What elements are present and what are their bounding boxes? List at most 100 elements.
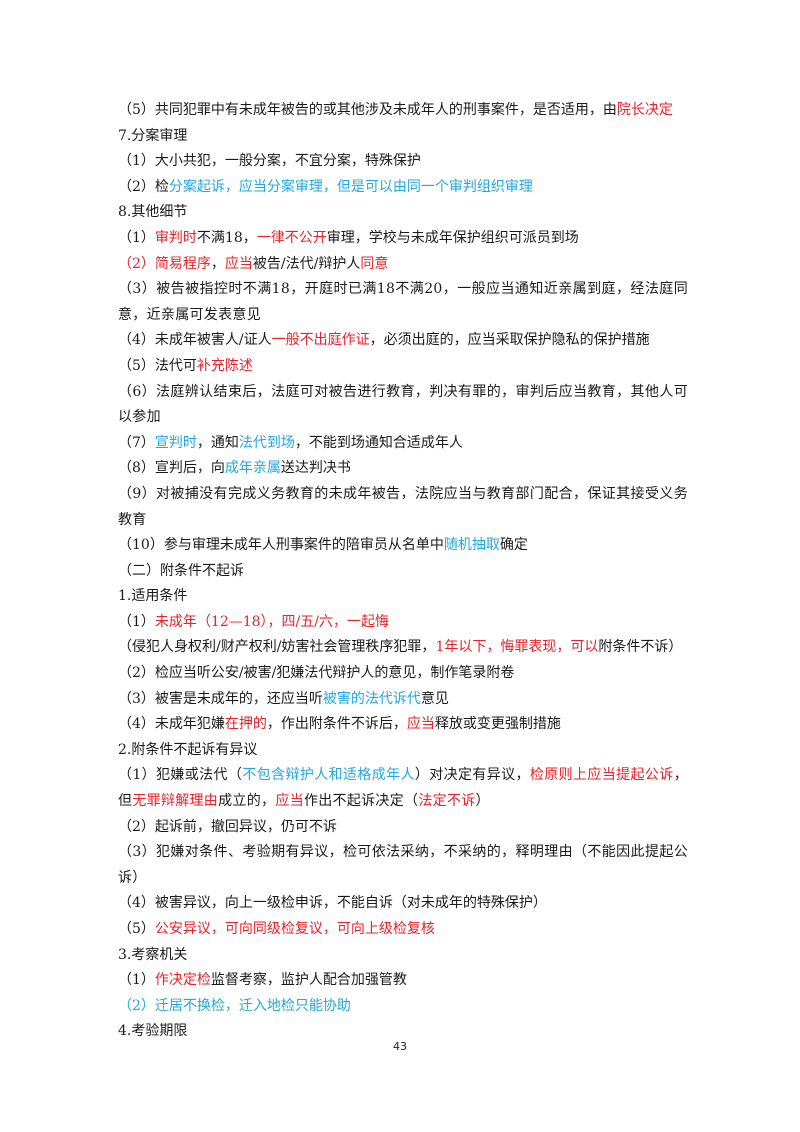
text-run: （10）参与审理未成年人刑事案件的陪审员从名单中: [118, 537, 444, 554]
text-run: （6）法庭辨认结束后，法庭可对被告进行教育，判决有罪的，审判后应当教育，其他人可…: [118, 383, 688, 426]
text-run: （4）未成年犯嫌: [118, 716, 225, 733]
text-run: （二）附条件不起诉: [118, 562, 244, 579]
highlight-red: 同意: [360, 255, 389, 272]
text-run: 监督考察，监护人配合加强管教: [210, 972, 407, 989]
item-8-2: （2）简易程序，应当被告/法代/辩护人同意: [118, 252, 688, 278]
highlight-blue: 不包含辩护人和适格成年人: [242, 767, 415, 784]
highlight-red: 作决定检: [154, 972, 211, 989]
item-c2-3: （3）犯嫌对条件、考验期有异议，检可依法采纳，不采纳的，释明理由（不能因此提起公…: [118, 840, 688, 891]
text-run: （2）检: [118, 178, 169, 195]
item-7-2: （2）检分案起诉，应当分案审理，但是可以由同一个审判组织审理: [118, 175, 688, 201]
text-run: 1.适用条件: [118, 588, 188, 605]
text-run: 不满18，: [196, 229, 257, 246]
highlight-blue: 被害的法代诉代: [322, 690, 421, 707]
item-8-4: （4）未成年被害人/证人一般不出庭作证，必须出庭的，应当采取保护隐私的保护措施: [118, 328, 688, 354]
highlight-red: 检原则上应当提起公诉: [529, 767, 674, 784]
text-run: （2）起诉前，撤回异议，仍可不诉: [118, 818, 337, 835]
highlight-red: 法定不诉: [418, 793, 476, 810]
text-run: 4.考验期限: [118, 1023, 188, 1040]
text-run: （4）被害异议，向上一级检申诉，不能自诉（对未成年的特殊保护）: [118, 895, 547, 912]
text-run: （侵犯人身权利/财产权利/妨害社会管理秩序犯罪，: [118, 639, 436, 656]
text-run: 审理，学校与未成年保护组织可派员到场: [326, 229, 579, 246]
highlight-red: 院长决定: [616, 102, 673, 118]
highlight-red: 审判时: [154, 229, 197, 246]
item-7-1: （1）大小共犯，一般分案，不宜分案，特殊保护: [118, 149, 688, 175]
text-run: （3）犯嫌对条件、考验期有异议，检可依法采纳，不采纳的，释明理由（不能因此提起公…: [118, 844, 688, 886]
text-run: 意见: [420, 690, 449, 707]
text-run: （5）法代可: [118, 357, 197, 374]
item-c2-5: （5）公安异议，可向同级检复议，可向上级检复核: [118, 917, 688, 943]
item-8-1: （1）审判时不满18，一律不公开审理，学校与未成年保护组织可派员到场: [118, 226, 688, 252]
text-run: （1）犯嫌或法代（: [118, 767, 243, 784]
document-body: （5）共同犯罪中有未成年被告的或其他涉及未成年人的刑事案件，是否适用，由院长决定…: [118, 98, 688, 1045]
heading-8-other-details: 8.其他细节: [118, 200, 688, 226]
text-run: ，但: [118, 767, 689, 810]
page-number: 43: [393, 1040, 407, 1053]
item-8-6: （6）法庭辨认结束后，法庭可对被告进行教育，判决有罪的，审判后应当教育，其他人可…: [118, 380, 688, 431]
item-8-3: （3）被告被指控时不满18，开庭时已满18不满20，一般应当通知近亲属到庭，经法…: [118, 277, 688, 328]
text-run: （7）: [118, 434, 155, 451]
heading-3-supervision-authority: 3.考察机关: [118, 943, 688, 969]
highlight-red: 应当: [406, 716, 435, 733]
text-run: （1）: [118, 229, 155, 246]
highlight-red: 未成年（12—18），四/五/六，一起悔: [154, 613, 389, 630]
highlight-red: （2）简易程序: [118, 255, 211, 272]
text-run: 作出不起诉决定（: [303, 793, 419, 810]
text-run: （5）共同犯罪中有未成年被告的或其他涉及未成年人的刑事案件，是否适用，由: [118, 102, 617, 118]
highlight-blue: 成年亲属: [224, 460, 281, 477]
item-8-8: （8）宣判后，向成年亲属送达判决书: [118, 456, 688, 482]
highlight-blue: 分案起诉，应当分案审理，但是可以由同一个审判组织审理: [168, 178, 533, 195]
text-run: （3）被告被指控时不满18，开庭时已满18不满20，一般应当通知近亲属到庭，经法…: [118, 281, 688, 323]
text-run: ，不能到场通知合适成年人: [294, 434, 463, 451]
item-8-10: （10）参与审理未成年人刑事案件的陪审员从名单中随机抽取确定: [118, 533, 688, 559]
text-run: 8.其他细节: [118, 204, 188, 221]
heading-1-applicable-conditions: 1.适用条件: [118, 584, 688, 610]
item-c2-2: （2）起诉前，撤回异议，仍可不诉: [118, 815, 688, 841]
item-c3-2: （2）迁居不换检，迁入地检只能协助: [118, 994, 688, 1020]
heading-4-probation-period: 4.考验期限: [118, 1019, 688, 1045]
text-run: ）: [475, 793, 490, 810]
item-c2-4: （4）被害异议，向上一级检申诉，不能自诉（对未成年的特殊保护）: [118, 891, 688, 917]
highlight-red: 应当: [224, 255, 253, 272]
highlight-red: 公安异议，可向同级检复议，可向上级检复核: [154, 921, 435, 937]
text-run: 确定: [499, 537, 528, 554]
highlight-blue: 法代到场: [238, 434, 295, 451]
text-run: 7.分案审理: [118, 127, 188, 144]
text-run: （3）被害是未成年的，还应当听: [118, 690, 323, 707]
text-run: （1）: [118, 972, 155, 989]
text-run: ，通知: [196, 434, 239, 451]
text-run: 附条件不诉）: [598, 639, 683, 656]
text-run: （1）大小共犯，一般分案，不宜分案，特殊保护: [118, 153, 421, 170]
highlight-blue: （2）迁居不换检，迁入地检只能协助: [118, 997, 351, 1014]
item-c1-4: （4）未成年犯嫌在押的，作出附条件不诉后，应当释放或变更强制措施: [118, 712, 688, 738]
highlight-red: 一般不出庭作证: [271, 332, 370, 349]
heading-2-objection: 2.附条件不起诉有异议: [118, 738, 688, 764]
item-c1-2: （2）检应当听公安/被害/犯嫌法代辩护人的意见，制作笔录附卷: [118, 661, 688, 687]
text-run: ，: [210, 255, 225, 272]
item-8-5: （5）法代可补充陈述: [118, 354, 688, 380]
heading-7-separate-trial: 7.分案审理: [118, 124, 688, 150]
item-c1-note: （侵犯人身权利/财产权利/妨害社会管理秩序犯罪，1年以下，悔罪表现，可以附条件不…: [118, 635, 688, 661]
item-8-7: （7）宣判时，通知法代到场，不能到场通知合适成年人: [118, 431, 688, 457]
text-run: （9）对被捕没有完成义务教育的未成年被告，法院应当与教育部门配合，保证其接受义务…: [118, 485, 688, 528]
text-run: （5）: [118, 921, 155, 937]
item-c1-1: （1）未成年（12—18），四/五/六，一起悔: [118, 610, 688, 636]
item-c1-3: （3）被害是未成年的，还应当听被害的法代诉代意见: [118, 687, 688, 713]
text-run: 2.附条件不起诉有异议: [118, 741, 258, 758]
item-c3-1: （1）作决定检监督考察，监护人配合加强管教: [118, 968, 688, 994]
text-run: 3.考察机关: [118, 946, 188, 963]
highlight-red: 补充陈述: [196, 357, 253, 374]
highlight-red: 无罪辩解理由: [132, 793, 219, 810]
text-run: 送达判决书: [280, 460, 351, 477]
highlight-red: 在押的: [224, 716, 267, 733]
item-5-joint-crime: （5）共同犯罪中有未成年被告的或其他涉及未成年人的刑事案件，是否适用，由院长决定: [118, 98, 688, 124]
text-run: （1）: [118, 613, 155, 630]
text-run: ，作出附条件不诉后，: [266, 716, 407, 733]
text-run: （4）未成年被害人/证人: [118, 332, 272, 349]
section-2-conditional-non-prosecution: （二）附条件不起诉: [118, 559, 688, 585]
highlight-blue: 宣判时: [154, 434, 197, 451]
highlight-blue: 随机抽取: [443, 537, 500, 554]
text-run: （2）检应当听公安/被害/犯嫌法代辩护人的意见，制作笔录附卷: [118, 665, 515, 682]
text-run: （8）宣判后，向: [118, 460, 225, 477]
